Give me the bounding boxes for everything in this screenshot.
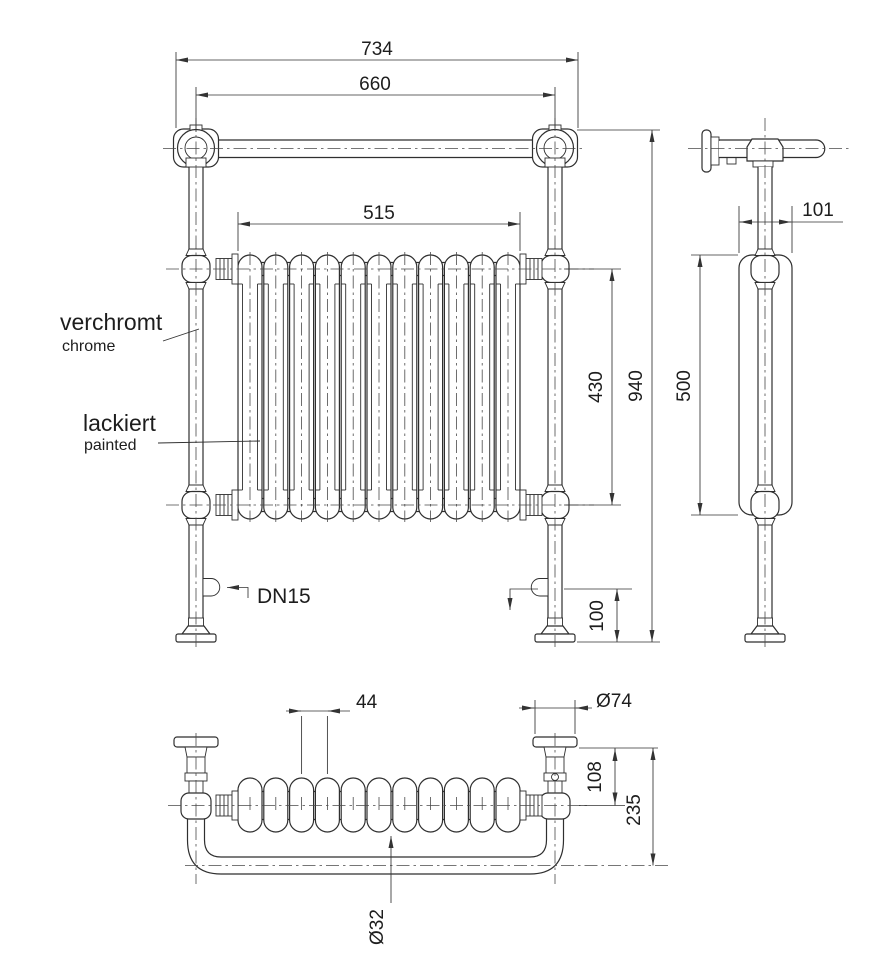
centerlines-plan <box>168 733 668 884</box>
dim-wall-to-pipe: 108 <box>579 747 658 806</box>
dim-overall-width: 734 <box>175 39 579 128</box>
dim-overall-height: 940 <box>577 129 660 643</box>
dim-text-101: 101 <box>802 200 834 221</box>
label-chrome-de: verchromt <box>60 309 163 335</box>
towel-rail-front <box>213 139 538 159</box>
valve-right <box>530 578 549 597</box>
valve-left <box>202 578 221 597</box>
dim-text-500: 500 <box>674 370 695 402</box>
connection-label: DN15 <box>257 585 311 608</box>
radiator-columns-plan <box>237 777 521 833</box>
centerlines-front <box>163 118 594 647</box>
dim-text-d74: Ø74 <box>596 691 632 712</box>
radiator-columns-front <box>237 251 521 523</box>
dim-text-734: 734 <box>361 39 393 60</box>
rail-tee-step <box>752 160 774 168</box>
dim-flange-diameter: Ø74 <box>519 691 632 734</box>
dim-overall-depth: 235 <box>624 748 656 866</box>
label-chrome-en: chrome <box>62 338 115 355</box>
wall-bracket-side <box>701 129 737 173</box>
front-view: 734 660 515 430 940 10 <box>60 39 660 647</box>
dim-text-44: 44 <box>356 692 378 713</box>
dim-text-515: 515 <box>363 203 395 224</box>
dim-column-pitch: 44 <box>286 692 378 774</box>
connection-callout: DN15 <box>227 585 538 610</box>
dim-text-108: 108 <box>585 761 606 793</box>
towel-rail-loop-plan <box>186 818 565 875</box>
dim-text-100: 100 <box>587 600 608 632</box>
dim-rail-centers: 660 <box>195 74 556 132</box>
side-view: 101 500 <box>674 118 852 647</box>
dim-radiator-height: 430 <box>564 268 621 506</box>
dim-text-660: 660 <box>359 74 391 95</box>
dim-text-235: 235 <box>624 794 645 826</box>
dim-radiator-width: 515 <box>237 203 521 251</box>
dim-depth: 101 <box>738 200 843 253</box>
dim-valve-height: 100 <box>564 588 632 642</box>
dim-text-430: 430 <box>586 371 607 403</box>
dim-text-940: 940 <box>626 370 647 402</box>
material-labels: verchromt chrome lackiert painted <box>60 309 261 454</box>
plan-view: 44 Ø74 108 235 Ø32 <box>168 691 668 945</box>
dim-tube-diameter: Ø32 <box>367 836 394 945</box>
dim-text-d32: Ø32 <box>367 909 388 945</box>
dim-column-height: 500 <box>674 254 738 516</box>
label-painted-en: painted <box>84 437 137 454</box>
centerlines-side <box>688 118 852 647</box>
label-painted-de: lackiert <box>83 410 156 436</box>
